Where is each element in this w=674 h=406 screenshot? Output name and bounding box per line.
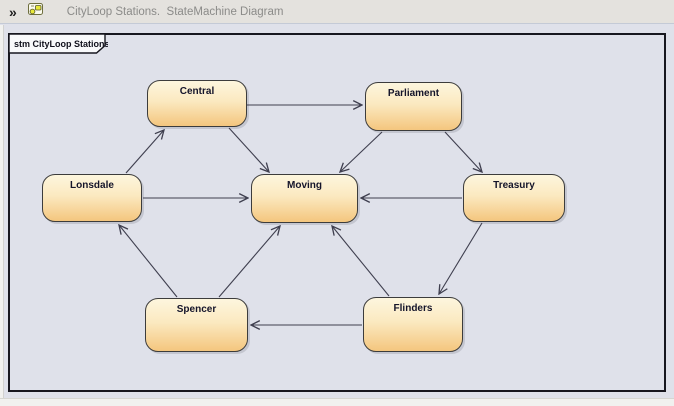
state-flinders[interactable]: Flinders bbox=[363, 297, 463, 352]
frame-label-tab: stm CityLoop Stations bbox=[8, 33, 108, 54]
frame-label: stm CityLoop Stations bbox=[14, 39, 108, 49]
state-label: Moving bbox=[287, 180, 322, 191]
state-label: Central bbox=[179, 86, 215, 97]
diagram-title: CityLoop Stations. StateMachine Diagram bbox=[66, 5, 284, 18]
statemachine-diagram-icon bbox=[27, 1, 45, 22]
state-label: Parliament bbox=[387, 88, 440, 99]
state-lonsdale[interactable]: Lonsdale bbox=[42, 174, 142, 222]
horizontal-scrollbar[interactable] bbox=[0, 398, 674, 406]
diagram-tab-header: » CityLoop Stations. StateMachine Diagra… bbox=[0, 0, 674, 24]
state-label: Lonsdale bbox=[70, 180, 114, 191]
state-parliament[interactable]: Parliament bbox=[365, 82, 462, 131]
diagram-frame: stm CityLoop Stations bbox=[8, 33, 666, 392]
left-gutter bbox=[0, 25, 4, 406]
state-spencer[interactable]: Spencer bbox=[145, 298, 248, 352]
state-moving[interactable]: Moving bbox=[251, 174, 358, 223]
state-label: Treasury bbox=[493, 180, 535, 191]
state-label: Spencer bbox=[176, 304, 217, 315]
state-label: Flinders bbox=[393, 303, 433, 314]
state-treasury[interactable]: Treasury bbox=[463, 174, 565, 222]
overflow-chevron-icon[interactable]: » bbox=[9, 3, 17, 20]
state-central[interactable]: Central bbox=[147, 80, 247, 127]
